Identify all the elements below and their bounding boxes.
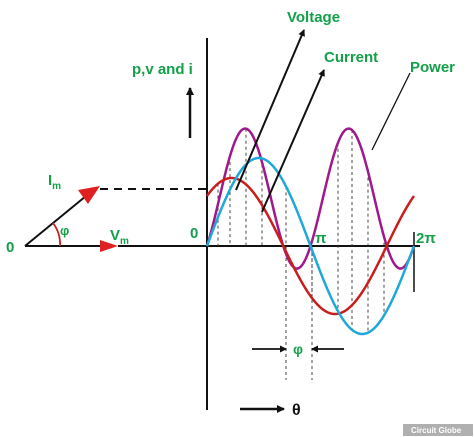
origin-graph-label: 0 (190, 225, 198, 242)
pi-label: π (315, 230, 327, 247)
origin-left-label: 0 (6, 239, 14, 256)
two-pi-label: 2π (416, 230, 436, 247)
power-pointer (371, 72, 411, 151)
i-phasor-line (24, 195, 87, 247)
watermark-text: Circuit Globe (411, 426, 462, 435)
v-m-label: Vm (110, 227, 129, 247)
phi-shift-label: φ (293, 341, 303, 357)
watermark-badge (403, 424, 473, 436)
phi-arc (52, 222, 61, 247)
i-phasor-arrowhead-icon (78, 186, 100, 204)
i-m-label: Im (48, 172, 61, 192)
pvi-axis-label: p,v and i (132, 61, 193, 78)
voltage-label: Voltage (287, 9, 340, 26)
current-pointer (261, 69, 325, 213)
phi-phasor-label: φ (60, 223, 69, 238)
theta-label: θ (292, 402, 301, 419)
current-label: Current (324, 49, 378, 66)
current-curve (205, 176, 416, 316)
voltage-curve (205, 156, 416, 336)
voltage-pointer (235, 29, 305, 191)
power-label: Power (410, 59, 455, 76)
v-phasor-arrowhead-icon (100, 240, 118, 252)
